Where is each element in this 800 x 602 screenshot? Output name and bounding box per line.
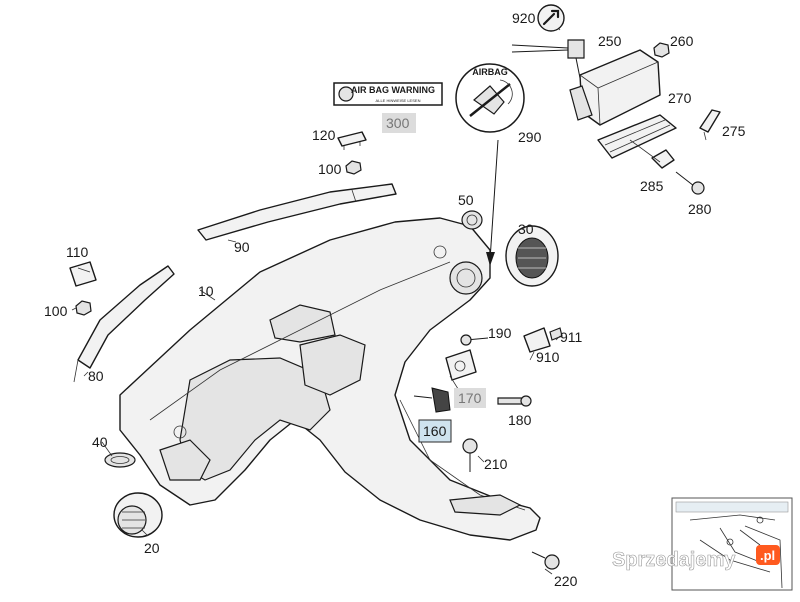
airbag-disc-290: AIRBAG bbox=[455, 63, 525, 133]
callout-180: 180 bbox=[508, 412, 532, 428]
ring-40 bbox=[104, 452, 136, 468]
callout-911: 911 bbox=[560, 329, 583, 345]
callout-220: 220 bbox=[554, 573, 578, 589]
callout-285: 285 bbox=[640, 178, 664, 194]
callout-170-highlight bbox=[454, 388, 486, 408]
pin-180 bbox=[497, 395, 532, 407]
callout-90: 90 bbox=[234, 239, 250, 255]
callout-270: 270 bbox=[668, 90, 692, 106]
wiring-920 bbox=[511, 39, 585, 79]
nut-260 bbox=[653, 42, 670, 58]
callout-20: 20 bbox=[144, 540, 160, 556]
callout-280: 280 bbox=[688, 201, 712, 217]
side-strip-80 bbox=[73, 265, 175, 383]
callout-30: 30 bbox=[518, 221, 534, 237]
clip-285 bbox=[651, 149, 675, 169]
callout-120: 120 bbox=[312, 127, 336, 143]
callout-275: 275 bbox=[722, 123, 746, 139]
airbag-warning-label: AIR BAG WARNING ALLE HINWEISE LESEN bbox=[333, 82, 443, 106]
watermark: Sprzedajemy .pl bbox=[612, 545, 780, 571]
warning-label-subtitle: ALLE HINWEISE LESEN bbox=[376, 98, 421, 103]
watermark-text: Sprzedajemy bbox=[612, 549, 736, 571]
callout-160-highlight bbox=[418, 419, 452, 443]
inset-thumbnail bbox=[671, 497, 793, 591]
screw-280 bbox=[675, 171, 705, 195]
callout-100-top: 100 bbox=[318, 161, 342, 177]
switch-housing-170 bbox=[445, 349, 477, 381]
arrow-290-line bbox=[489, 139, 499, 261]
vent-30 bbox=[505, 225, 559, 287]
airbag-module-250 bbox=[569, 49, 677, 159]
screw-210 bbox=[462, 438, 478, 472]
callout-100-left: 100 bbox=[44, 303, 68, 319]
screw-220 bbox=[531, 551, 560, 570]
callout-300-highlight bbox=[382, 113, 416, 133]
callout-10: 10 bbox=[198, 283, 214, 299]
clip-110 bbox=[69, 261, 97, 287]
callout-910: 910 bbox=[536, 349, 560, 365]
callout-260: 260 bbox=[670, 33, 694, 49]
screw-190 bbox=[460, 334, 489, 346]
arrow-290-head bbox=[486, 252, 495, 266]
airbag-disc-text: AIRBAG bbox=[472, 67, 508, 77]
callout-300: 300 bbox=[386, 115, 410, 131]
callout-labels: 920 250 260 270 275 285 280 290 300 120 … bbox=[44, 10, 746, 589]
wrench-icon bbox=[537, 4, 565, 32]
callout-40: 40 bbox=[92, 434, 108, 450]
clip-120 bbox=[337, 131, 367, 150]
callout-160: 160 bbox=[423, 423, 447, 439]
nut-100-left bbox=[75, 300, 92, 316]
callout-210: 210 bbox=[484, 456, 508, 472]
watermark-suffix: .pl bbox=[760, 548, 775, 563]
callout-290: 290 bbox=[518, 129, 542, 145]
watermark-badge bbox=[756, 545, 780, 565]
callout-190: 190 bbox=[488, 325, 512, 341]
trim-strip-90 bbox=[197, 183, 397, 241]
callout-170: 170 bbox=[458, 390, 482, 406]
warning-label-title: AIR BAG WARNING bbox=[351, 85, 435, 95]
bracket-275 bbox=[699, 109, 721, 141]
vent-20 bbox=[113, 492, 163, 538]
knob-160 bbox=[413, 387, 451, 413]
callout-110: 110 bbox=[66, 244, 89, 260]
ring-50 bbox=[461, 210, 483, 230]
nut-100-top bbox=[345, 160, 362, 175]
dashboard-main-body bbox=[119, 217, 541, 541]
callout-250: 250 bbox=[598, 33, 622, 49]
callout-80: 80 bbox=[88, 368, 104, 384]
bracket-910 bbox=[523, 327, 563, 353]
callout-920: 920 bbox=[512, 10, 536, 26]
callout-50: 50 bbox=[458, 192, 474, 208]
